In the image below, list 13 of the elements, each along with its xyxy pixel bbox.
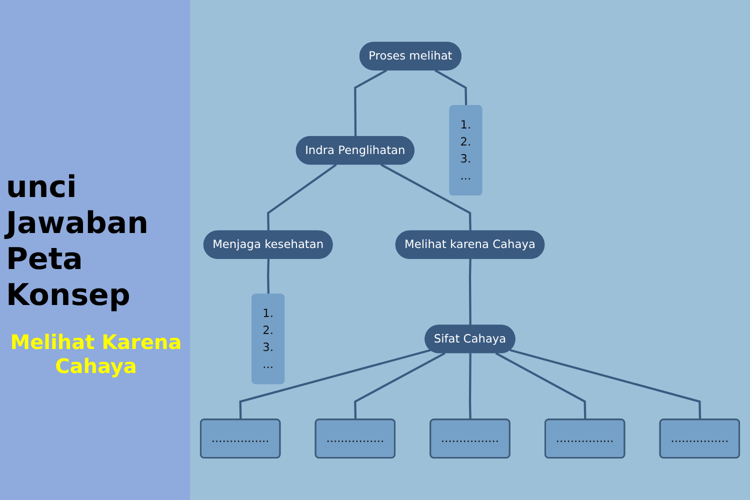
caption: Melihat Karena Cahaya bbox=[9, 330, 183, 378]
connector bbox=[468, 258, 472, 326]
connector bbox=[354, 352, 446, 420]
connector bbox=[468, 353, 472, 420]
connector bbox=[434, 69, 468, 106]
title: unci Jawaban Peta Konsep bbox=[6, 170, 150, 314]
connector bbox=[380, 164, 472, 232]
connector bbox=[239, 349, 431, 420]
connector bbox=[267, 258, 270, 294]
connector bbox=[495, 352, 586, 420]
connector bbox=[267, 164, 337, 232]
connector bbox=[354, 69, 388, 137]
connector bbox=[510, 349, 702, 420]
